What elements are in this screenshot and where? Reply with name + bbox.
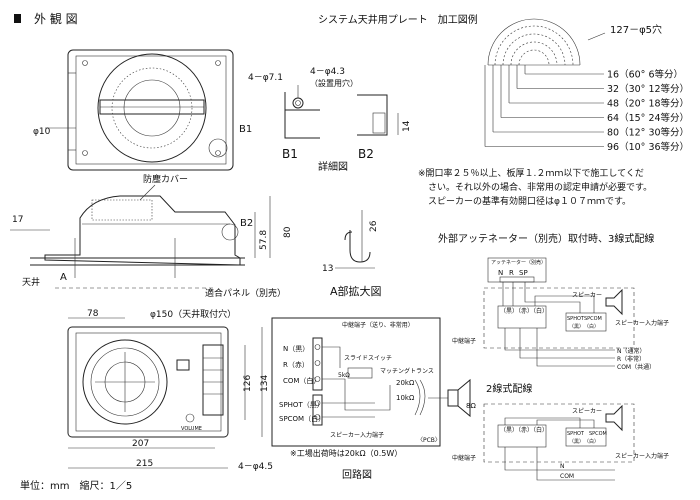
top-view: φ10 B1 [33,49,252,171]
plate-row-label: 80（12° 30等分） [607,127,689,139]
slide-switch-label: スライドスイッチ [344,355,392,362]
wiring2-speaker: スピーカー [572,408,602,415]
dim-13: 13 [322,264,333,274]
ceiling-label: 天井 [22,276,40,288]
detail-views: 4－φ7.1 4－φ4.3 （設置用穴） 14 B1 B2 詳細図 [248,67,412,173]
wiring3-c2: （赤） [515,308,533,315]
wiring-3-wire: 外部アッテネーター（別売）取付時、3線式配線 アッテネーター（別売） N R S… [438,232,669,371]
marker-b2: B2 [240,218,253,229]
wiring3-sp-input: スピーカー入力端子 [615,319,669,327]
note-line-2: さい。それ以外の場合、非常用の認定申請が必要です。 [428,181,652,193]
wiring3-n: N（通常） [617,347,646,355]
res-10k: 10kΩ [396,394,415,402]
marker-b1: B1 [239,124,252,135]
wiring2-c2: （赤） [515,427,533,434]
wiring3-sp-terms: SPHOTSPCOM [567,316,602,322]
factory-note: ※工場出荷時は20kΩ（0.5W） [290,448,402,458]
wiring2-title: 2線式配線 [486,382,532,395]
wiring3-sp-colors: （黒） （白） [569,323,599,330]
wiring3-relay: 中継端子 [452,337,476,345]
wiring2-n: N [560,463,565,470]
wiring2-relay: 中継端子 [452,454,476,462]
bottom-view: VOLUME 78 φ150（天井取付穴） 126 134 207 215 4－… [67,308,273,472]
wiring2-sp-colors: （黒） （白） [569,438,599,445]
section-title: 外 観 図 [34,12,78,26]
dim-17: 17 [12,215,23,225]
wiring3-r: R（非常） [617,355,645,363]
a-detail-caption: A部拡大図 [330,284,382,298]
hole-b-label: 4－φ4.3 [310,67,345,77]
plate-row-label: 64（15° 24等分） [607,112,689,124]
hole-label: φ10 [33,127,51,137]
circuit-diagram: 中継端子（送り、非常用） N（黒） R（赤） COM（白） スライドスイッチ 5… [271,317,476,481]
note-line-1: ※開口率２５％以上、板厚１.２ｍｍ以下で施工してくだ [418,167,644,179]
res-5k: 5kΩ [338,372,350,379]
dim-207: 207 [132,439,149,449]
a-detail: 26 13 A部拡大図 [322,210,382,298]
dim-14: 14 [402,120,412,132]
detail-b1: B1 [282,147,298,161]
plate-row-label: 16（60° 6等分） [607,69,683,81]
circuit-pcb: 〈PCB〉 [417,437,441,444]
plate-holes: 127－φ5穴 [610,23,662,36]
detail-caption: 詳細図 [318,160,348,173]
ceiling-hole: φ150（天井取付穴） [150,308,236,320]
plate-row-label: 96（10° 36等分） [607,141,689,153]
dim-134: 134 [260,375,270,392]
scale-note: 単位：mm 縮尺：1／5 [20,479,132,492]
mount-holes: 4－φ4.5 [238,462,273,472]
wiring2-sp-input: スピーカー入力端子 [615,452,669,460]
wiring3-title: 外部アッテネーター（別売）取付時、3線式配線 [438,232,654,245]
wiring3-term-sp: SP [519,269,528,277]
wiring3-term-n: N [498,269,503,277]
dim-578: 57.8 [259,230,269,250]
wiring-2-wire: 2線式配線 （黒） （赤） （白） スピーカー SPHOT SPCOM （黒） … [452,382,669,481]
hole-b-note: （設置用穴） [310,78,358,88]
title-bullet [14,14,21,23]
res-20k: 20kΩ [396,379,415,387]
dim-80: 80 [283,226,293,238]
circuit-r: R（赤） [283,361,309,369]
dim-78: 78 [87,309,99,319]
wiring3-term-r: R [509,269,514,277]
wiring2-c1: （黒） [500,427,518,434]
wiring2-com: COM [560,473,574,480]
dim-26: 26 [369,220,379,232]
matching-trans: マッチングトランス [380,367,434,375]
circuit-caption: 回路図 [342,468,372,481]
dust-cover: 防塵カバー [143,173,188,185]
wiring3-c1: （黒） [500,308,518,315]
wiring2-c3: （白） [530,426,548,434]
circuit-sphot: SPHOT（黒） [279,401,324,409]
circuit-n: N（黒） [283,345,309,353]
volume-label: VOLUME [181,426,202,432]
wiring3-com: COM（共通） [617,363,655,371]
wiring2-sp-terms: SPHOT SPCOM [567,431,607,437]
wiring3-speaker: スピーカー [572,292,602,299]
wiring3-att: アッテネーター（別売） [491,259,546,266]
speaker-8ohm: 8Ω [466,402,476,410]
detail-b2: B2 [358,147,374,161]
relay-terminal-label: 中継端子（送り、非常用） [342,321,414,329]
circuit-sp-input: スピーカー入力端子 [330,431,384,439]
plate-drawing: システム天井用プレート 加工図例 127－φ5穴 16（60° 6等分） 32（3… [318,13,689,153]
hole-a-label: 4－φ7.1 [248,73,283,83]
plate-title: システム天井用プレート 加工図例 [318,13,478,26]
circuit-com: COM（白） [283,376,320,385]
marker-a: A [60,272,67,283]
side-view: 17 80 57.8 防塵カバー B2 A 天井 適合パネル（別売） [10,173,293,299]
dim-126: 126 [243,375,253,392]
dim-215: 215 [136,459,153,469]
panel-label: 適合パネル（別売） [205,287,286,299]
note-line-3: スピーカーの基準有効開口径はφ１０７ｍｍです。 [428,195,631,207]
wiring3-c3: （白） [530,307,548,315]
circuit-spcom: SPCOM（白） [279,414,325,423]
plate-row-label: 48（20° 18等分） [607,98,689,110]
plate-row-label: 32（30° 12等分） [607,83,689,95]
